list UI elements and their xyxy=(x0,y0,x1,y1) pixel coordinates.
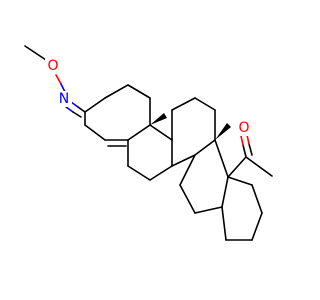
oxime-nitrogen-label: N xyxy=(56,91,72,107)
ring-c-bonds xyxy=(171,97,216,167)
oxime-oxygen-label: O xyxy=(45,58,61,74)
ring-e-bonds xyxy=(221,176,263,241)
ring-b-bonds xyxy=(127,124,173,181)
stereo-wedge-methyl-ring-c xyxy=(215,123,231,140)
ring-a-double-bond xyxy=(104,139,129,147)
molecule-structure-diagram: O N O xyxy=(24,45,273,241)
acetyl-group-bonds xyxy=(227,156,273,178)
ketone-double-bond xyxy=(240,134,253,158)
ketone-oxygen-symbol: O xyxy=(238,120,249,136)
ring-d-bonds xyxy=(179,139,229,214)
ketone-oxygen-label: O xyxy=(236,120,252,136)
imine-double-bond xyxy=(65,101,86,118)
oxime-oxygen-symbol: O xyxy=(47,58,58,74)
stereo-wedge-methyl-ring-a xyxy=(150,113,167,125)
oxime-nitrogen-symbol: N xyxy=(59,91,69,107)
ring-a-bonds xyxy=(84,84,151,141)
